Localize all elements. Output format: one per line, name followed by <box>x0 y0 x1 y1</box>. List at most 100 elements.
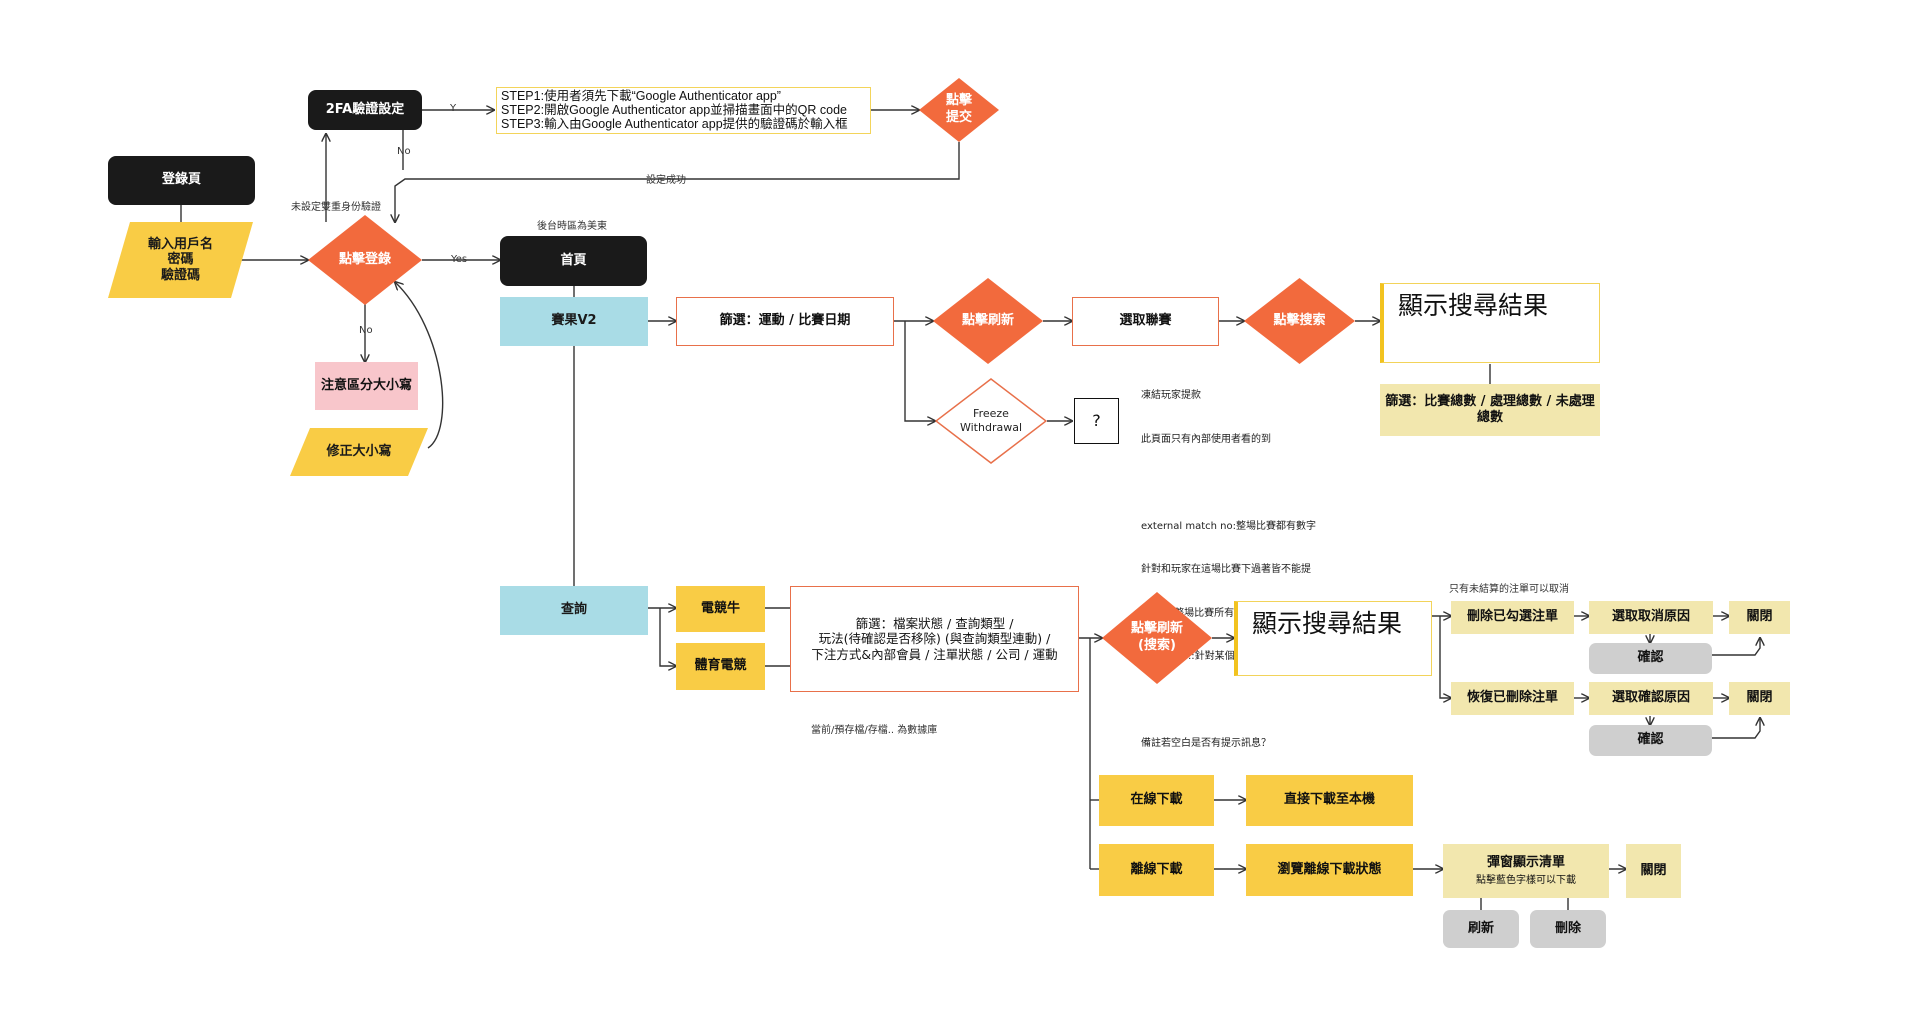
browse-offline-node: 瀏覽離線下載狀態 <box>1246 844 1413 896</box>
note-line <box>1141 694 1325 709</box>
twofa-setup-label: 2FA驗證設定 <box>325 101 405 117</box>
note-line: 針對和玩家在這場比賽下過著皆不能提 <box>1141 564 1311 575</box>
fix-case-label: 修正大小寫 <box>326 444 392 460</box>
edge-label-y: Y <box>450 103 457 114</box>
popup-hint-label: 點擊藍色字樣可以下載 <box>1476 874 1576 886</box>
fix-case-node: 修正大小寫 <box>290 428 428 476</box>
delete-selected-label: 刪除已勾選注單 <box>1466 609 1558 625</box>
search-results-label-2: 顯示搜尋結果 <box>1252 609 1403 638</box>
parallelogram-shape <box>108 222 253 298</box>
note-line <box>1141 476 1325 491</box>
select-cancel-reason-node: 選取取消原因 <box>1589 601 1713 634</box>
unknown-step-node: ? <box>1074 398 1119 444</box>
close-label-2: 關閉 <box>1746 690 1773 706</box>
click-refresh-decision: 點擊刷新 <box>933 278 1043 364</box>
filter-sport-date-node: 篩選：運動 / 比賽日期 <box>676 297 894 346</box>
restore-deleted-label: 恢復已刪除注單 <box>1466 690 1558 706</box>
edge-label-no-2fa: No <box>397 146 411 157</box>
note-line: 此頁面只有內部使用者看的到 <box>1141 433 1271 445</box>
results-v2-label: 賽果V2 <box>551 313 597 329</box>
confirm-label-2: 確認 <box>1637 732 1664 748</box>
close-label-3: 關閉 <box>1640 862 1667 878</box>
select-confirm-reason-label: 選取確認原因 <box>1611 690 1690 706</box>
select-league-node: 選取聯賽 <box>1072 297 1219 346</box>
query-label: 查詢 <box>560 602 587 618</box>
esports-bull-node: 電競牛 <box>676 586 765 632</box>
click-refresh-search-decision: 點擊刷新 (搜索) <box>1102 592 1212 684</box>
edge-label-setup-success: 設定成功 <box>646 175 686 186</box>
click-submit-label: 點擊 提交 <box>945 93 972 125</box>
direct-download-label: 直接下載至本機 <box>1283 792 1375 808</box>
refresh-label: 刷新 <box>1467 920 1494 936</box>
filter-query-label: 篩選：檔案狀態 / 查詢類型 / 玩法(待確認是否移除) (與查詢類型連動) /… <box>811 615 1058 662</box>
browse-offline-label: 瀏覽離線下載狀態 <box>1277 861 1382 877</box>
close-node-3: 關閉 <box>1626 844 1681 898</box>
question-label: ? <box>1092 411 1101 430</box>
sports-esports-node: 體育電競 <box>676 643 765 690</box>
click-refresh-label: 點擊刷新 <box>961 312 1014 328</box>
click-search-decision: 點擊搜索 <box>1244 278 1355 364</box>
online-download-label: 在線下載 <box>1130 792 1183 808</box>
step-3-text: STEP3:輸入由Google Authenticator app提供的驗證碼於… <box>501 117 848 131</box>
search-results-display-2: 顯示搜尋結果 <box>1234 601 1432 676</box>
results-v2-node: 賽果V2 <box>500 297 648 346</box>
click-search-label: 點擊搜索 <box>1273 312 1326 328</box>
twofa-setup-node: 2FA驗證設定 <box>308 90 422 130</box>
login-page-node: 登錄頁 <box>108 156 255 205</box>
esports-bull-label: 電競牛 <box>700 600 740 616</box>
offline-download-label: 離線下載 <box>1130 861 1183 877</box>
search-results-label-1: 顯示搜尋結果 <box>1398 291 1549 320</box>
online-download-node: 在線下載 <box>1099 775 1214 826</box>
filter-sport-date-label: 篩選：運動 / 比賽日期 <box>719 313 851 329</box>
case-sensitive-note: 注意區分大小寫 <box>315 362 418 410</box>
refresh-node: 刷新 <box>1443 910 1519 948</box>
edge-label-yes: Yes <box>451 254 468 265</box>
diamond-shape <box>935 378 1047 464</box>
select-confirm-reason-node: 選取確認原因 <box>1589 682 1713 715</box>
close-node-2: 關閉 <box>1729 682 1790 715</box>
query-node: 查詢 <box>500 586 648 635</box>
direct-download-node: 直接下載至本機 <box>1246 775 1413 826</box>
edge-label-no-login: No <box>359 325 373 336</box>
click-login-decision: 點擊登錄 <box>308 215 422 305</box>
click-submit-decision: 點擊 提交 <box>919 78 999 142</box>
freeze-withdrawal-label: Freeze Withdrawal <box>959 406 1022 434</box>
select-cancel-reason-label: 選取取消原因 <box>1611 609 1690 625</box>
step-1-text: STEP1:使用者須先下載“Google Authenticator app” <box>501 89 781 103</box>
click-login-label: 點擊登錄 <box>338 251 391 267</box>
home-label: 首頁 <box>560 252 587 268</box>
diamond-shape <box>1102 592 1212 684</box>
twofa-steps-box: STEP1:使用者須先下載“Google Authenticator app” … <box>496 87 871 134</box>
delete-label: 刪除 <box>1554 920 1581 936</box>
note-line: 備註若空白是否有提示訊息？ <box>1141 738 1271 749</box>
edge-label-not-set-2fa: 未設定雙重身份驗證 <box>291 202 381 213</box>
freeze-notes: 凍結玩家提款 此頁面只有內部使用者看的到 external match no:整… <box>1141 360 1325 766</box>
confirm-node-1: 確認 <box>1589 643 1712 674</box>
step-2-text: STEP2:開啟Google Authenticator app並掃描畫面中的Q… <box>501 103 847 117</box>
popup-list-node: 彈窗顯示清單 點擊藍色字樣可以下載 <box>1443 844 1609 898</box>
select-league-label: 選取聯賽 <box>1119 313 1172 329</box>
timezone-note: 後台時區為美東 <box>537 221 607 232</box>
login-page-label: 登錄頁 <box>161 172 201 188</box>
search-results-display-1: 顯示搜尋結果 <box>1380 283 1600 363</box>
delete-node: 刪除 <box>1530 910 1606 948</box>
close-label-1: 關閉 <box>1746 609 1773 625</box>
filter-totals-node: 篩選：比賽總數 / 處理總數 / 未處理總數 <box>1380 384 1600 436</box>
filter-totals-label: 篩選：比賽總數 / 處理總數 / 未處理總數 <box>1385 393 1595 425</box>
input-credentials-label: 輸入用戶名 密碼 驗證碼 <box>147 236 213 283</box>
diamond-shape <box>1244 278 1355 364</box>
diamond-shape <box>933 278 1043 364</box>
case-note-label: 注意區分大小寫 <box>320 377 412 393</box>
confirm-node-2: 確認 <box>1589 725 1712 756</box>
delete-selected-node: 刪除已勾選注單 <box>1451 601 1574 634</box>
parallelogram-shape <box>290 428 428 476</box>
diamond-shape <box>919 78 999 142</box>
note-line: external match no:整場比賽都有數字 <box>1141 520 1316 532</box>
close-node-1: 關閉 <box>1729 601 1790 634</box>
popup-list-label: 彈窗顯示清單 <box>1486 854 1565 870</box>
note-line: 凍結玩家提款 <box>1141 390 1201 401</box>
home-node: 首頁 <box>500 236 647 286</box>
diamond-shape <box>308 215 422 305</box>
